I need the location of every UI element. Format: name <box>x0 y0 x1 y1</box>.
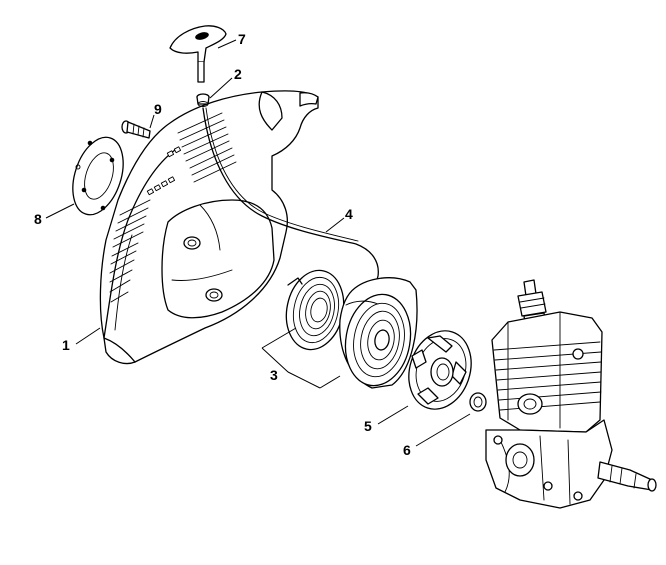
cylinder-fins <box>493 311 602 429</box>
housing-vent-slots-upper <box>177 112 237 183</box>
callout-5: 5 <box>364 418 372 434</box>
part-5-carrier-plate[interactable] <box>399 323 481 418</box>
callout-labels: 7 2 9 8 4 1 3 5 6 <box>34 31 411 458</box>
callout-7: 7 <box>238 31 246 47</box>
callout-9: 9 <box>154 101 162 117</box>
part-2-rope-guide[interactable] <box>196 93 210 107</box>
part-8-gasket-plate[interactable] <box>64 131 132 221</box>
callout-2: 2 <box>234 66 242 82</box>
part-3-rewind-spring[interactable] <box>279 265 350 355</box>
callout-4: 4 <box>345 206 353 222</box>
callout-6: 6 <box>403 442 411 458</box>
part-7-starter-grip[interactable] <box>169 25 227 83</box>
engine-cylinder-crankcase <box>485 279 657 509</box>
callout-3: 3 <box>270 367 278 383</box>
part-9-screw[interactable] <box>121 120 151 139</box>
callout-1: 1 <box>62 337 70 353</box>
housing-vent-slots-lower <box>109 199 151 303</box>
crankshaft <box>597 461 657 492</box>
rope-rotor-pulley[interactable] <box>338 277 418 391</box>
part-1-fan-housing[interactable] <box>99 90 319 365</box>
part-6-nut[interactable] <box>469 392 487 412</box>
leader-lines <box>45 39 471 447</box>
callout-8: 8 <box>34 211 42 227</box>
housing-marking-row <box>146 146 182 196</box>
